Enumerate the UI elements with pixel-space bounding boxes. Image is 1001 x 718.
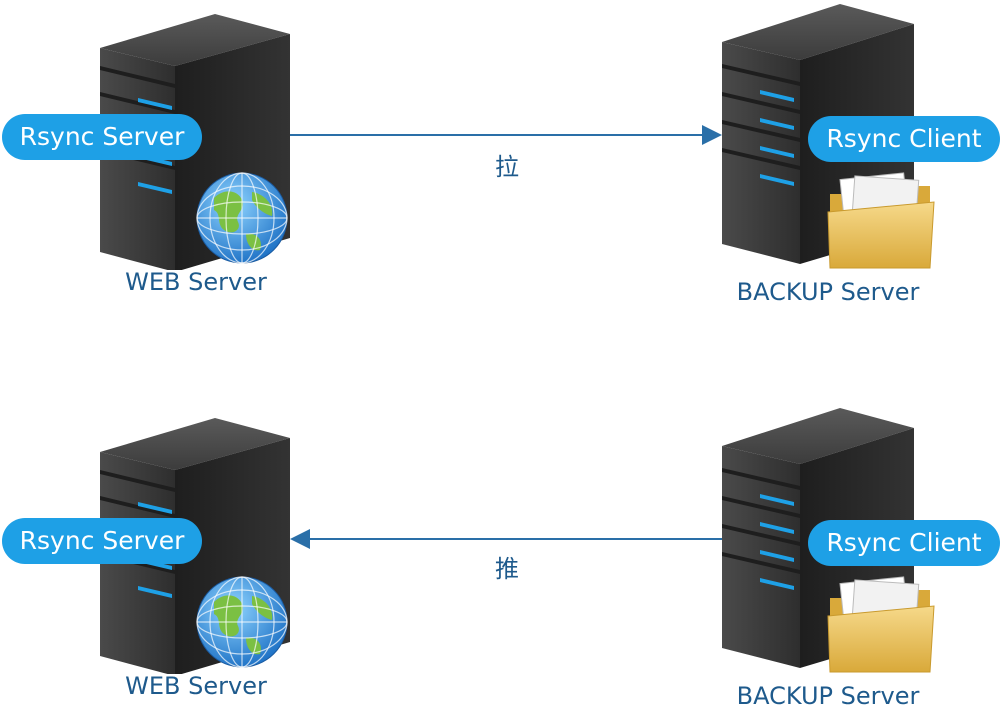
rsync-client-badge: Rsync Client xyxy=(808,520,1000,566)
globe-icon xyxy=(196,576,288,668)
web-server-caption: WEB Server xyxy=(125,268,267,296)
rsync-server-badge: Rsync Server xyxy=(2,114,202,160)
backup-server-caption: BACKUP Server xyxy=(736,682,920,710)
globe-icon xyxy=(196,172,288,264)
web-server-caption: WEB Server xyxy=(125,672,267,700)
pull-label: 拉 xyxy=(495,153,519,181)
web-server-node-push: Rsync Server WEB Server xyxy=(0,414,300,714)
backup-server-caption: BACKUP Server xyxy=(736,278,920,306)
backup-server-node-pull: Rsync Client BACKUP Server xyxy=(700,2,1000,312)
rsync-client-badge: Rsync Client xyxy=(808,116,1000,162)
folder-icon xyxy=(827,576,935,673)
folder-icon xyxy=(827,172,935,269)
push-label: 推 xyxy=(495,555,519,583)
rsync-server-badge: Rsync Server xyxy=(2,518,202,564)
web-server-node-pull: Rsync Server WEB Server xyxy=(0,10,300,310)
backup-server-node-push: Rsync Client BACKUP Server xyxy=(700,406,1000,716)
